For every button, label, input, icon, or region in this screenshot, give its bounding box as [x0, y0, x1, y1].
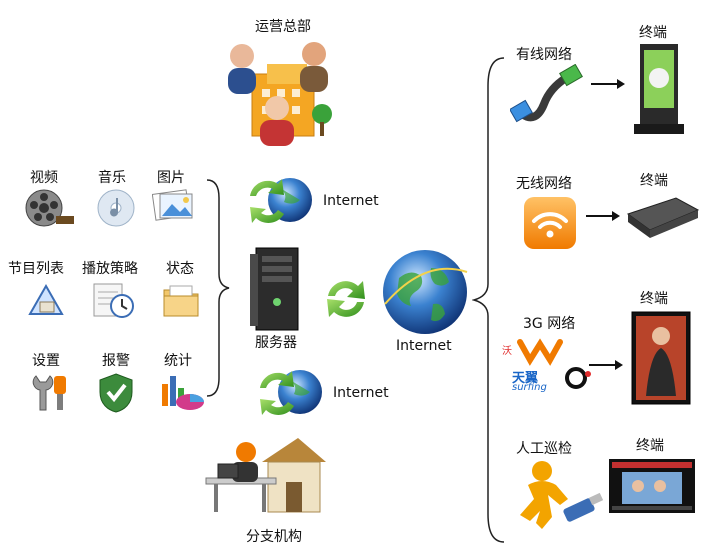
branch-label: 分支机构 [246, 529, 302, 545]
arrow-wired-to-terminal [591, 78, 625, 90]
func-label-statistics: 统计 [164, 353, 192, 369]
internet-label-top: Internet [323, 193, 379, 209]
kiosk-terminal-icon [634, 42, 684, 136]
media-box-terminal-icon [624, 190, 700, 242]
network-label-wired: 有线网络 [516, 47, 572, 63]
func-label-alarm: 报警 [102, 353, 130, 369]
terminal-label-manual: 终端 [636, 438, 664, 454]
headquarters-icon [222, 34, 342, 152]
network-label-3g: 3G 网络 [523, 316, 576, 332]
func-label-pictures: 图片 [157, 170, 185, 186]
music-cd-icon[interactable] [96, 188, 136, 228]
server-icon [248, 246, 304, 332]
globe-sync-icon-top [244, 174, 320, 226]
func-label-settings: 设置 [32, 353, 60, 369]
film-reel-icon[interactable] [24, 188, 74, 228]
terminal-label-wireless: 终端 [640, 173, 668, 189]
ethernet-cable-icon [510, 64, 586, 126]
terminal-label-wired: 终端 [639, 25, 667, 41]
svg-text:沃: 沃 [502, 345, 512, 357]
branch-office-icon [202, 432, 328, 522]
brand-surfing: surfing [512, 382, 547, 393]
globe-sync-icon-bottom [254, 366, 330, 418]
shield-alarm-icon[interactable] [96, 372, 136, 414]
3g-carriers-icon: 沃 [500, 334, 600, 392]
internet-globe-icon [381, 248, 469, 338]
landscape-display-terminal-icon [608, 458, 696, 514]
internet-label-center: Internet [396, 338, 452, 354]
internet-label-bottom: Internet [333, 385, 389, 401]
func-label-program-list: 节目列表 [8, 261, 64, 277]
manual-usb-icon [508, 459, 604, 531]
wifi-icon [522, 195, 578, 251]
sync-arrows-icon [322, 276, 370, 322]
network-label-wireless: 无线网络 [516, 176, 572, 192]
arrow-wireless-to-terminal [586, 210, 620, 222]
hq-label: 运营总部 [255, 19, 311, 35]
wrench-settings-icon[interactable] [28, 372, 72, 414]
func-label-status: 状态 [166, 261, 194, 277]
func-label-music: 音乐 [98, 170, 126, 186]
network-label-manual: 人工巡检 [516, 441, 572, 457]
folder-status-icon[interactable] [160, 280, 204, 320]
picture-icon[interactable] [152, 188, 194, 224]
brand-tianyi: 天翼 [512, 371, 539, 386]
portrait-display-terminal-icon [630, 310, 692, 406]
server-label: 服务器 [255, 335, 297, 351]
terminal-label-3g: 终端 [640, 291, 668, 307]
program-list-icon[interactable] [26, 280, 70, 320]
function-group-bracket [205, 178, 231, 398]
schedule-clock-icon[interactable] [92, 280, 136, 320]
chart-statistics-icon[interactable] [158, 370, 206, 414]
func-label-video: 视频 [30, 170, 58, 186]
func-label-play-strategy: 播放策略 [82, 261, 138, 277]
network-branch-brace [472, 56, 506, 546]
arrow-3g-to-terminal [589, 359, 623, 371]
